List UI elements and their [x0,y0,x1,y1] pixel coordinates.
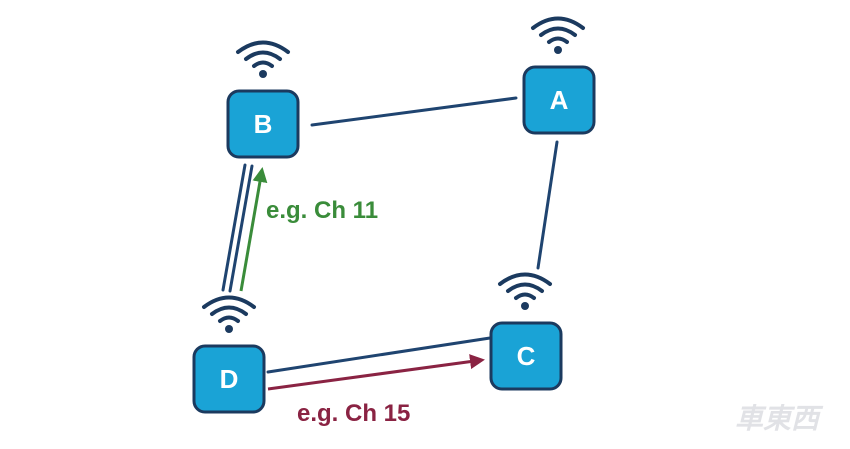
node-b: B [226,40,300,159]
path-d-b-label: e.g. Ch 11 [266,197,378,224]
link-b-a [310,96,518,127]
node-d: D [192,295,266,414]
path-d-c-label: e.g. Ch 15 [297,400,410,427]
link-b-d-1 [221,163,247,292]
node-b-label: B [254,109,273,139]
link-d-c [266,336,492,374]
path-d-b-arrow [239,167,268,292]
path-d-c-arrow [267,354,485,391]
wifi-icon [498,272,552,310]
node-c: C [489,272,563,391]
wifi-icon [531,16,585,54]
node-a-label: A [550,85,569,115]
node-b-box [226,89,300,159]
watermark: 車東西 [735,402,824,435]
node-a-box [522,65,596,135]
node-c-label: C [517,341,536,371]
wifi-icon [236,40,290,78]
node-d-box [192,344,266,414]
link-b-d-2 [228,164,254,293]
node-a: A [522,16,596,135]
node-c-box [489,321,563,391]
link-a-c [536,140,559,270]
node-d-label: D [220,364,239,394]
wifi-icon [202,295,256,333]
